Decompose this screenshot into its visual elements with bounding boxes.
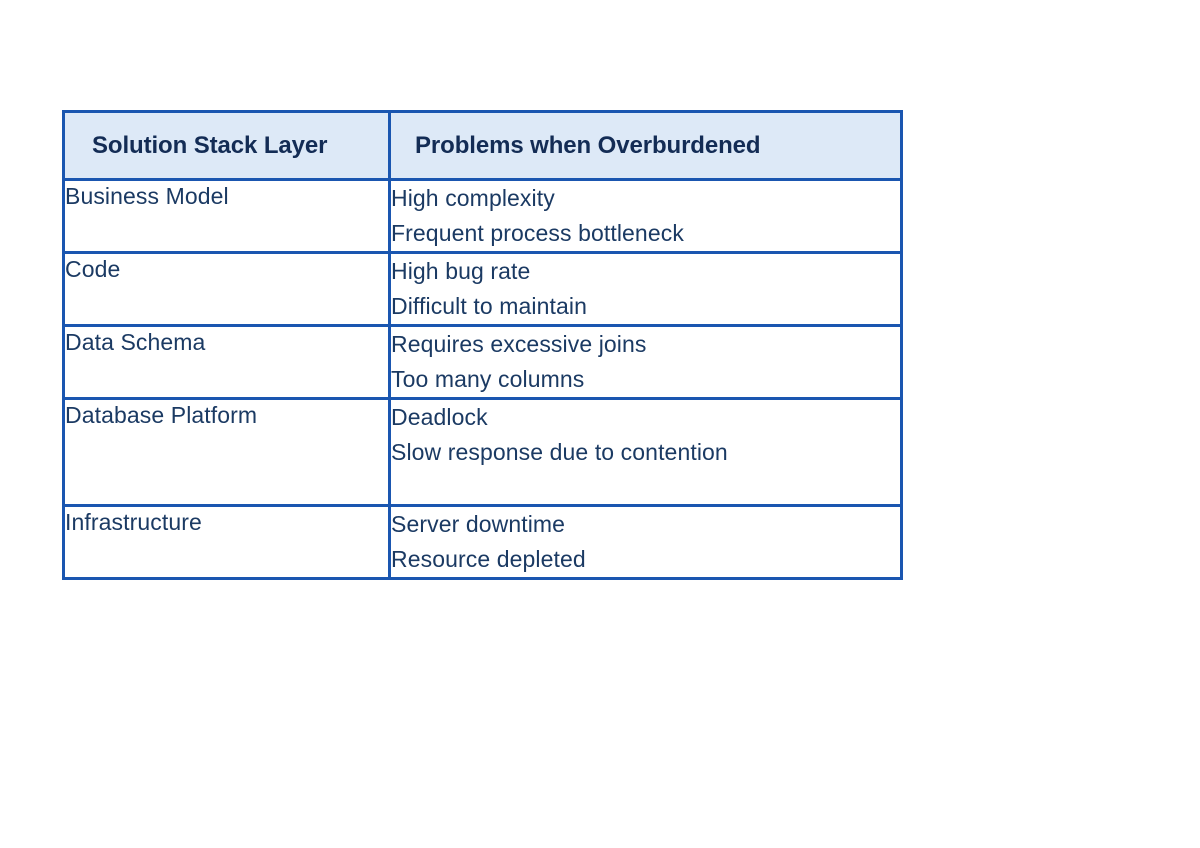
solution-stack-table: Solution Stack Layer Problems when Overb… xyxy=(62,110,903,580)
cell-problems-database-platform: Deadlock Slow response due to contention xyxy=(389,397,902,506)
cell-layer-infrastructure: Infrastructure xyxy=(63,504,391,579)
problem-item: Frequent process bottleneck xyxy=(391,220,684,246)
problem-item: Requires excessive joins xyxy=(391,331,647,357)
cell-problems-data-schema: Requires excessive joins Too many column… xyxy=(389,324,902,399)
cell-layer-database-platform: Database Platform xyxy=(63,397,391,506)
cell-problems-infrastructure: Server downtime Resource depleted xyxy=(389,504,902,579)
problem-item: Server downtime xyxy=(391,511,566,537)
cell-layer-data-schema: Data Schema xyxy=(63,324,391,399)
table-row: Data Schema Requires excessive joins Too… xyxy=(63,324,902,399)
table-row: Database Platform Deadlock Slow response… xyxy=(63,397,902,506)
table-body: Business Model High complexity Frequent … xyxy=(63,179,902,579)
cell-layer-code: Code xyxy=(63,251,391,326)
problem-item: Deadlock xyxy=(391,404,488,430)
table-header: Solution Stack Layer Problems when Overb… xyxy=(63,111,902,181)
table-row: Code High bug rate Difficult to maintain xyxy=(63,251,902,326)
cell-problems-business-model: High complexity Frequent process bottlen… xyxy=(389,179,902,253)
problem-item: Too many columns xyxy=(391,366,585,392)
problem-item: High complexity xyxy=(391,185,555,211)
cell-problems-code: High bug rate Difficult to maintain xyxy=(389,251,902,326)
column-header-layer-label: Solution Stack Layer xyxy=(92,131,328,159)
problem-item: Difficult to maintain xyxy=(391,293,587,319)
cell-layer-business-model: Business Model xyxy=(63,179,391,253)
column-header-problem-label: Problems when Overburdened xyxy=(415,131,761,159)
table-row: Business Model High complexity Frequent … xyxy=(63,179,902,253)
problem-item: Resource depleted xyxy=(391,546,586,572)
problem-item: High bug rate xyxy=(391,258,531,284)
table-row: Infrastructure Server downtime Resource … xyxy=(63,504,902,579)
table-header-row: Solution Stack Layer Problems when Overb… xyxy=(63,111,902,181)
column-header-problems-when-overburdened: Problems when Overburdened xyxy=(389,111,902,181)
problem-item: Slow response due to contention xyxy=(391,439,728,465)
column-header-solution-stack-layer: Solution Stack Layer xyxy=(63,111,391,181)
